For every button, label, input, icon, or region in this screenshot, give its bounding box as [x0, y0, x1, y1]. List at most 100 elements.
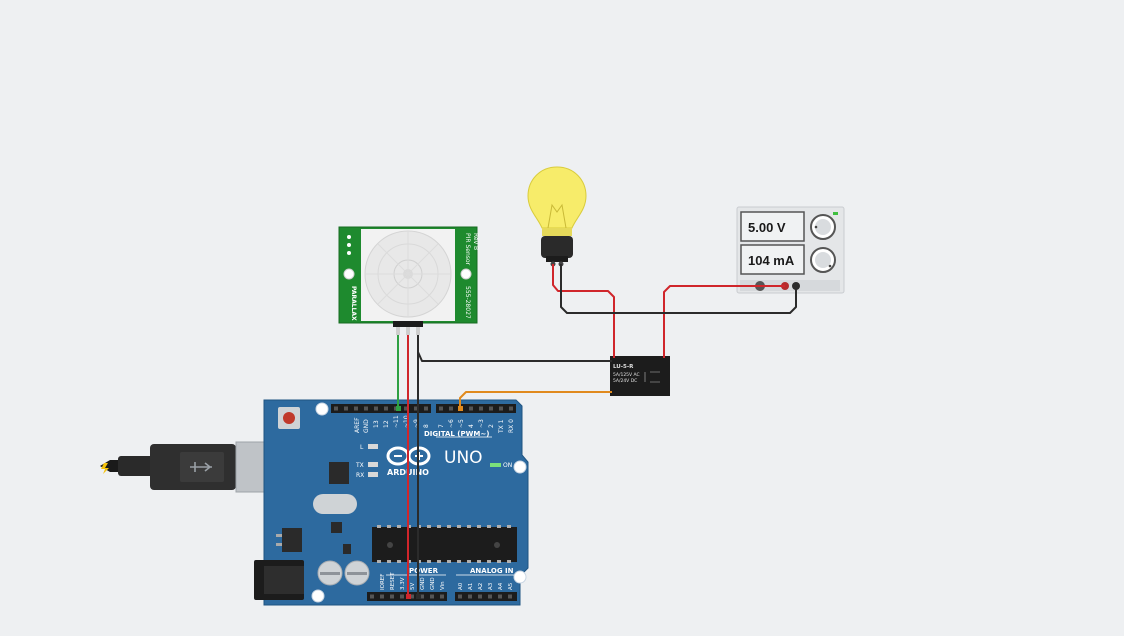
led-label-rx: RX	[356, 472, 364, 479]
pin-label-3: ~3	[478, 419, 485, 428]
chip-pin	[437, 560, 441, 563]
header-pin[interactable]	[468, 594, 472, 599]
led-l	[368, 444, 378, 449]
chip-pin	[477, 560, 481, 563]
pir-brand: PARALLAX	[350, 286, 357, 321]
wires[interactable]	[397, 264, 797, 598]
pin-label-a5: A5	[508, 582, 514, 590]
relay[interactable]: LU-5-R 5A/125V AC 5A/24V DC	[610, 356, 670, 396]
wire-bulb-relay[interactable]	[552, 264, 615, 358]
pin-label-5: ~5	[458, 419, 465, 428]
header-pin[interactable]	[469, 406, 473, 411]
chip-pin	[447, 560, 451, 563]
crystal	[313, 494, 357, 514]
wire-signal-relay[interactable]	[459, 391, 612, 410]
header-pin[interactable]	[478, 594, 482, 599]
chip-pin	[497, 525, 501, 528]
header-pin[interactable]	[400, 594, 404, 599]
chip-pin	[437, 525, 441, 528]
voltage-knob-icon[interactable]	[810, 214, 836, 240]
pin-label-vin: Vin	[440, 581, 446, 590]
pin-label-5v: 5V	[410, 583, 416, 590]
header-pin[interactable]	[364, 406, 368, 411]
header-pin[interactable]	[414, 406, 418, 411]
power-label: POWER	[409, 567, 439, 575]
pin-label-9: ~9	[413, 419, 420, 428]
voltage-regulator	[282, 528, 302, 552]
wire-gnd-relay[interactable]	[417, 351, 612, 362]
voltage-readout: 5.00 V	[748, 220, 786, 235]
header-pin[interactable]	[354, 406, 358, 411]
header-pin[interactable]	[424, 406, 428, 411]
led-label-tx: TX	[355, 462, 364, 469]
pin-label-gnd: GND	[363, 419, 370, 433]
arduino-model: UNO	[444, 448, 483, 468]
header-pin[interactable]	[439, 406, 443, 411]
wire-relay-psu[interactable]	[663, 285, 785, 358]
header-pin[interactable]	[508, 594, 512, 599]
chip-pin	[497, 560, 501, 563]
header-pin[interactable]	[380, 594, 384, 599]
header-pin[interactable]	[374, 406, 378, 411]
header-pin[interactable]	[509, 406, 513, 411]
led-label-l: L	[360, 444, 364, 451]
wire-bulb-psu[interactable]	[560, 264, 797, 314]
chip-pin	[427, 560, 431, 563]
led-tx	[368, 462, 378, 467]
chip-pin	[477, 525, 481, 528]
pin-label-3v3: 3.3V	[400, 577, 406, 590]
lightbulb-icon[interactable]	[527, 166, 587, 267]
pin-label-reset: RESET	[390, 572, 396, 590]
current-readout: 104 mA	[748, 253, 795, 268]
chip-pin	[457, 560, 461, 563]
pin-label-6: ~6	[448, 419, 455, 428]
header-pin[interactable]	[440, 594, 444, 599]
header-pin[interactable]	[488, 594, 492, 599]
chip-pin	[487, 560, 491, 563]
usb-plug-icon	[101, 463, 109, 474]
digital-pwm-label: DIGITAL (PWM~)	[424, 430, 489, 438]
header-pin[interactable]	[334, 406, 338, 411]
chip-pin	[397, 560, 401, 563]
header-pin[interactable]	[498, 594, 502, 599]
pin-label-a3: A3	[488, 582, 494, 590]
header-pin[interactable]	[420, 594, 424, 599]
header-pin[interactable]	[458, 594, 462, 599]
header-pin[interactable]	[344, 406, 348, 411]
chip-pin	[507, 560, 511, 563]
chip-pin	[457, 525, 461, 528]
pir-sensor[interactable]: PARALLAX PIR Sensor Rev B 555-28027	[338, 226, 479, 335]
chip-pin	[377, 560, 381, 563]
pin-label-gnd2: GND	[430, 577, 436, 590]
header-pin[interactable]	[430, 594, 434, 599]
pin-label-4: 4	[468, 424, 475, 428]
pin-label-2: 2	[488, 424, 495, 428]
header-pin[interactable]	[410, 594, 414, 599]
arduino-uno[interactable]: AREF GND 13 12 ~11 ~10 ~9 8 7 ~6 ~5 4 ~3…	[254, 399, 529, 606]
chip-pin	[467, 560, 471, 563]
pin-label-a1: A1	[468, 583, 474, 590]
header-pin[interactable]	[370, 594, 374, 599]
chip-pin	[487, 525, 491, 528]
header-pin[interactable]	[449, 406, 453, 411]
pin-label-aref: AREF	[354, 417, 361, 433]
pir-rev: Rev B	[472, 233, 479, 250]
header-pin[interactable]	[479, 406, 483, 411]
header-pin[interactable]	[499, 406, 503, 411]
header-pin[interactable]	[390, 594, 394, 599]
digital-header-left[interactable]	[331, 404, 431, 413]
analog-header[interactable]	[455, 592, 517, 601]
pin-label-8: 8	[423, 424, 430, 428]
chip-pin	[507, 525, 511, 528]
current-knob-icon[interactable]	[810, 247, 836, 273]
power-led	[490, 463, 501, 467]
chip-pin	[387, 525, 391, 528]
header-pin[interactable]	[489, 406, 493, 411]
power-supply[interactable]: 5.00 V 104 mA	[736, 206, 845, 294]
header-pin[interactable]	[404, 406, 408, 411]
digital-header-right[interactable]	[436, 404, 516, 413]
pin-label-0: RX 0	[508, 419, 515, 433]
chip-pin	[447, 525, 451, 528]
header-pin[interactable]	[384, 406, 388, 411]
